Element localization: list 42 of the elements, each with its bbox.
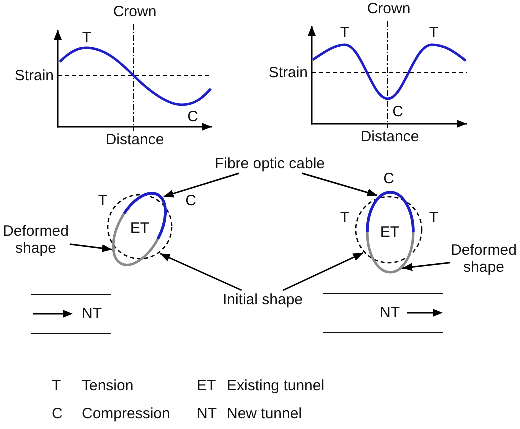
tunnel-code: NT <box>380 304 400 321</box>
tunnel-band <box>323 293 443 333</box>
axis-label: Strain <box>268 64 308 82</box>
leader-line <box>164 172 240 198</box>
axis-label: Strain <box>14 68 54 84</box>
key-symbol: ET <box>197 378 216 394</box>
tunnel-code: NT <box>82 305 102 322</box>
key-text: Tension <box>82 378 134 394</box>
axis-label: Distance <box>106 132 164 148</box>
callout-label: Fibre optic cable <box>214 156 326 172</box>
axis-label: Distance <box>360 128 420 146</box>
strain-label: T <box>340 210 350 226</box>
key-symbol: T <box>52 378 62 394</box>
key-text: Compression <box>82 406 170 422</box>
line-label: Crown <box>113 4 157 20</box>
leader-line <box>402 262 450 272</box>
curve-label: T <box>340 24 350 42</box>
tunnel-outline: ET <box>112 192 168 266</box>
key-text: Existing tunnel <box>227 378 325 394</box>
curve-label: T <box>82 30 92 46</box>
tunnel-band <box>31 294 111 334</box>
curve-label: C <box>188 108 198 126</box>
key-symbol: NT <box>197 406 217 422</box>
strain-label: T <box>98 192 108 210</box>
strain-label: C <box>384 170 394 188</box>
callout-label: Deformed shape <box>3 223 69 257</box>
strain-label: C <box>186 192 196 210</box>
strain-label: T <box>429 210 439 226</box>
line-label: Crown <box>367 0 411 18</box>
callout-label: Deformed shape <box>451 242 517 276</box>
leader-line <box>302 172 378 197</box>
curve-label: C <box>392 104 404 120</box>
leader-line <box>283 252 364 292</box>
leader-line <box>70 244 112 252</box>
callout-label: Initial shape <box>222 292 304 308</box>
leader-line <box>160 253 242 292</box>
curve-label: T <box>429 24 439 42</box>
key-text: New tunnel <box>227 406 302 422</box>
tunnel-outline: ET <box>366 190 414 274</box>
dashed-outline <box>107 194 173 260</box>
dashed-outline <box>355 196 423 264</box>
key-symbol: C <box>52 406 63 422</box>
